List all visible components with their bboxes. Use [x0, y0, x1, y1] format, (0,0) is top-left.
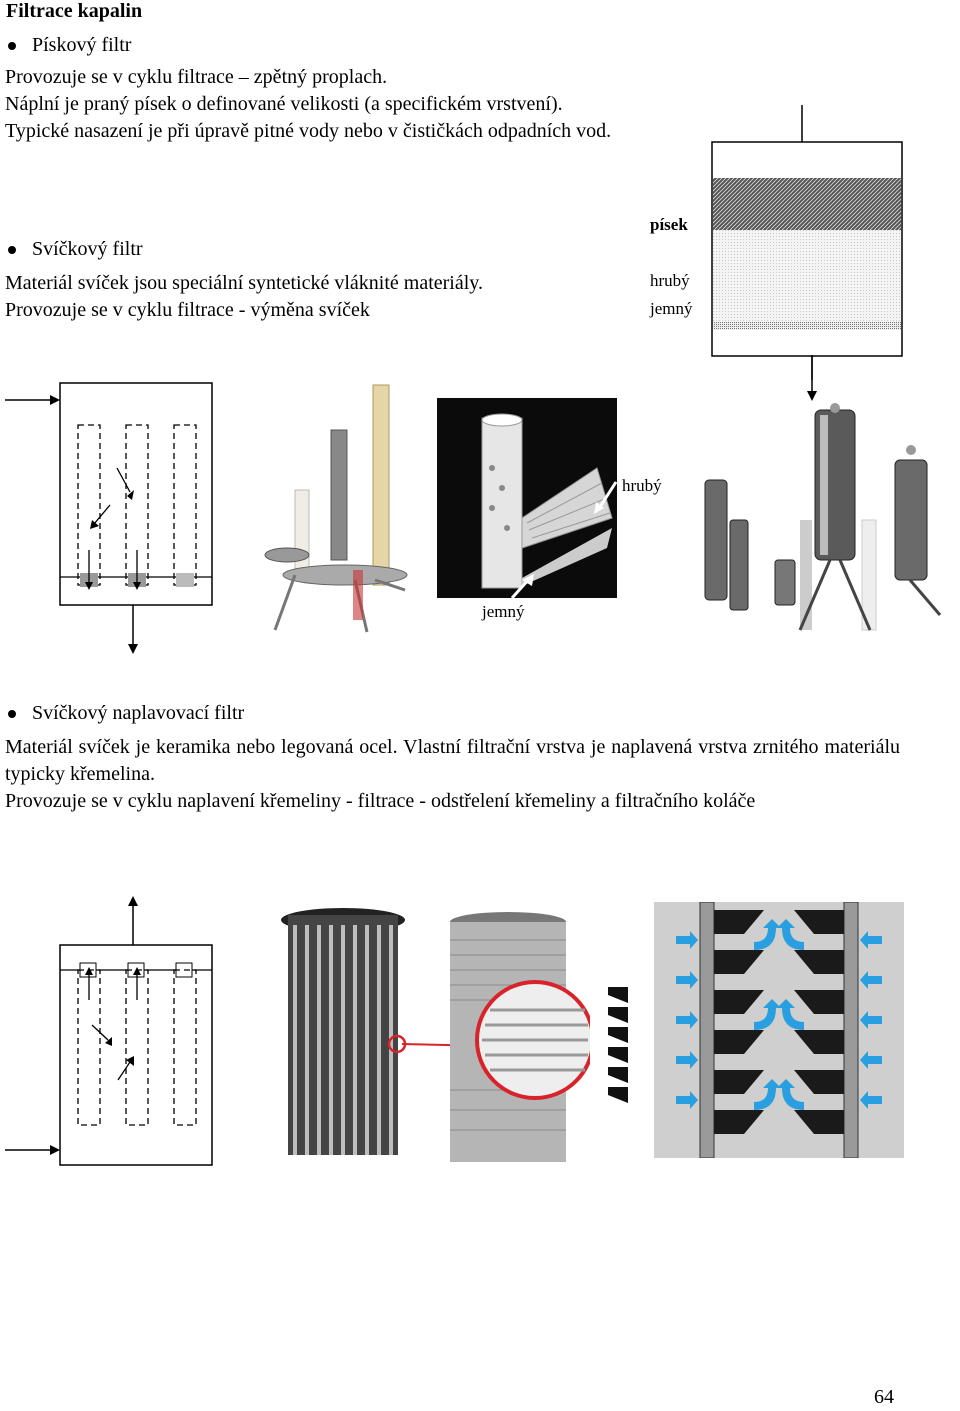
page-number: 64	[874, 1386, 894, 1408]
page-heading: Filtrace kapalin	[6, 0, 143, 22]
candle-line-1: Materiál svíček jsou speciální syntetick…	[5, 272, 483, 294]
label-fine: jemný	[649, 299, 693, 318]
photo-label-fine: jemný	[482, 602, 525, 621]
bullet-candle-filter: Svíčkový filtr	[0, 236, 143, 263]
label-sand: písek	[650, 215, 688, 234]
wound-candle-photo	[450, 912, 590, 1162]
candle-paragraph: Materiál svíček jsou speciální syntetick…	[5, 270, 625, 324]
sand-filter-diagram: písek hrubý jemný	[649, 105, 903, 380]
sand-line-1: Provozuje se v cyklu filtrace – zpětný p…	[5, 66, 388, 88]
bullet-dot	[8, 245, 16, 254]
fine-arrow-icon	[510, 574, 534, 600]
bullet-label: Svíčkový filtr	[32, 238, 143, 260]
sand-line-3: Typické nasazení je při úpravě pitné vod…	[5, 120, 612, 142]
precoat-line-2: Provozuje se v cyklu naplavení křemeliny…	[5, 790, 756, 812]
precoat-filter-schematic	[5, 896, 213, 1166]
bullet-dot	[8, 41, 16, 50]
bullet-sand-filter: Pískový filtr	[0, 32, 131, 59]
candle-assembly-photo	[264, 384, 408, 633]
precoat-paragraph: Materiál svíček je keramika nebo legovan…	[5, 734, 900, 815]
coarse-arrow-icon	[594, 481, 618, 514]
bullet-precoat-filter: Svíčkový naplavovací filtr	[0, 700, 244, 727]
filter-housings-photo	[704, 403, 942, 631]
wedge-wire-flow-diagram	[654, 902, 904, 1158]
sand-outlet-arrow	[807, 355, 817, 401]
candle-bundle-photo	[281, 908, 405, 1155]
bullet-dot	[8, 709, 16, 718]
photo-label-coarse: hrubý	[622, 476, 662, 495]
candle-line-2: Provozuje se v cyklu filtrace - výměna s…	[5, 299, 370, 321]
candle-filter-schematic	[5, 382, 213, 654]
label-coarse: hrubý	[650, 271, 690, 290]
sand-line-2: Náplní je praný písek o definované velik…	[5, 93, 563, 115]
precoat-line-1: Materiál svíček je keramika nebo legovan…	[5, 736, 900, 785]
bullet-label: Pískový filtr	[32, 34, 132, 56]
wedge-wire-profile	[608, 987, 628, 1103]
bullet-label: Svíčkový naplavovací filtr	[32, 702, 245, 724]
sand-paragraph: Provozuje se v cyklu filtrace – zpětný p…	[5, 64, 620, 145]
pleated-cartridge-photo	[437, 398, 617, 598]
